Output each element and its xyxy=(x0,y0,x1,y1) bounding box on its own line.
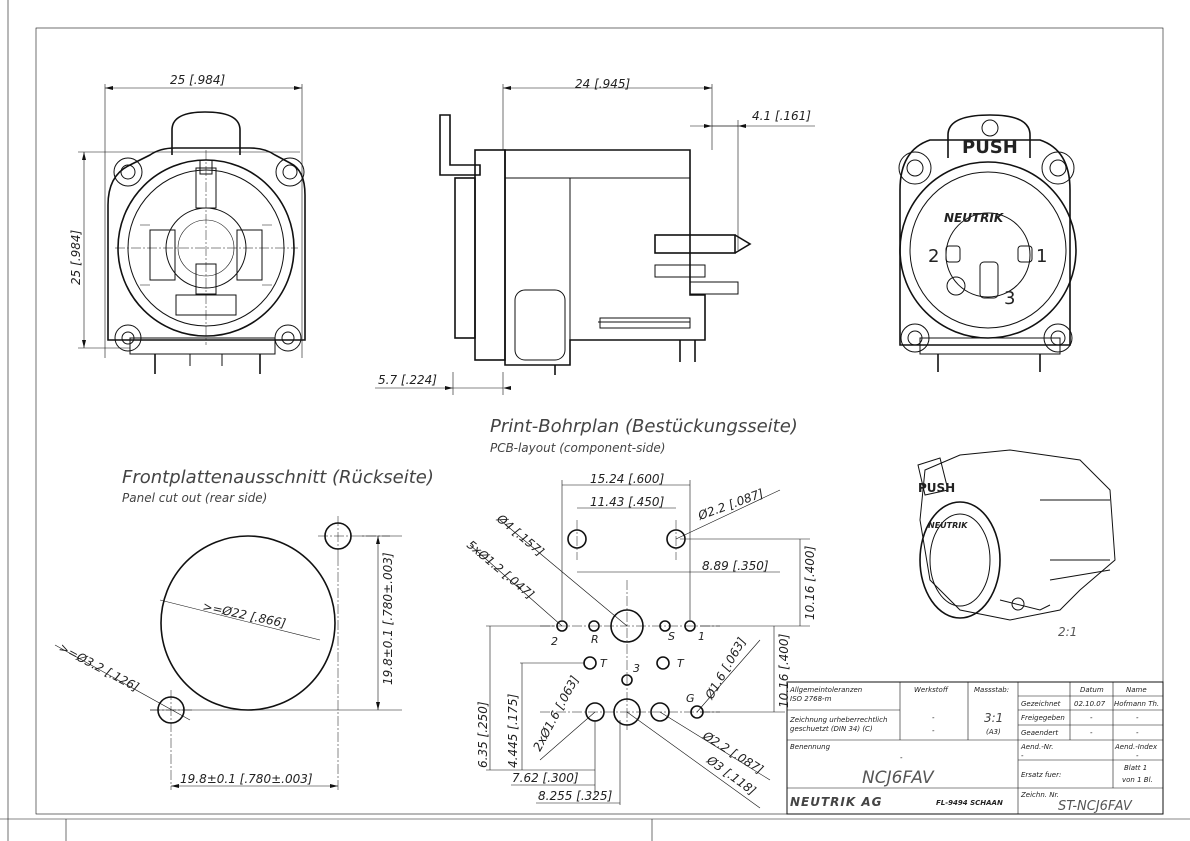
tb-scale: 3:1 xyxy=(984,711,1003,725)
dim-pcb-1016a: 10.16 [.400] xyxy=(803,545,817,620)
dim-side-offset: 4.1 [.161] xyxy=(752,109,811,123)
tb-dash1: - xyxy=(932,714,935,722)
front-view: 25 [.984] 25 [.984] xyxy=(69,73,306,374)
tb-ben-dash: - xyxy=(900,754,903,762)
pcb-title-en: PCB-layout (component-side) xyxy=(490,441,665,455)
tb-f-date: - xyxy=(1090,714,1093,722)
pin-1-label: 1 xyxy=(1036,246,1047,267)
dim-pcb-4445: 4.445 [.175] xyxy=(506,693,520,768)
iso-push-label: PUSH xyxy=(918,481,955,495)
title-block: Allgemeintoleranzen ISO 2768-m Zeichnung… xyxy=(786,681,1164,815)
tb-tol1: Allgemeintoleranzen xyxy=(789,686,862,694)
dim-cut-width: 19.8±0.1 [.780±.003] xyxy=(180,772,313,786)
cutout-title-en: Panel cut out (rear side) xyxy=(122,491,267,505)
pin-label-S: S xyxy=(668,630,675,643)
dim-pcb-8255: 8.255 [.325] xyxy=(538,789,613,803)
tb-loc: FL-9494 SCHAAN xyxy=(936,799,1003,807)
tb-freigegeben: Freigegeben xyxy=(1021,714,1065,722)
cutout-title-de: Frontplattenausschnitt (Rückseite) xyxy=(122,467,434,488)
pcb-hole xyxy=(583,656,597,670)
tb-blatt2: von 1 Bl. xyxy=(1122,776,1153,784)
tb-scale-sub: (A3) xyxy=(986,728,1001,736)
pcb-hole xyxy=(656,656,670,670)
tb-part-no: NCJ6FAV xyxy=(862,768,935,788)
dim-pcb-2xd16: 2xØ1.6 [.063] xyxy=(530,673,582,753)
tb-tol2: ISO 2768-m xyxy=(790,695,832,703)
tb-company: NEUTRIK AG xyxy=(790,795,883,809)
pin-label-R: R xyxy=(591,633,599,646)
brand-label: NEUTRIK xyxy=(944,211,1005,225)
dim-pcb-889: 8.89 [.350] xyxy=(702,559,769,573)
pcb-title-de: Print-Bohrplan (Bestückungsseite) xyxy=(490,416,798,437)
iso-scale: 2:1 xyxy=(1058,625,1077,639)
iso-brand-label: NEUTRIK xyxy=(928,521,968,530)
pin-label-G: G xyxy=(686,692,695,705)
dim-pcb-762: 7.62 [.300] xyxy=(512,771,579,785)
push-label: PUSH xyxy=(962,137,1018,158)
cutout-main-hole xyxy=(160,535,336,711)
pin-2-label: 2 xyxy=(928,246,939,267)
dim-pcb-d16a: Ø1.6 [.063] xyxy=(702,635,749,702)
front-view-2: PUSH NEUTRIK 2 1 3 xyxy=(898,114,1077,372)
side-view: 24 [.945] 4.1 [.161] 5.7 [.224] xyxy=(375,77,815,395)
tb-g-date: - xyxy=(1090,729,1093,737)
dim-pcb-d4: Ø4 [.157] xyxy=(493,511,547,559)
tb-ersatz: Ersatz fuer: xyxy=(1021,771,1061,779)
tb-aend-nr-v: - xyxy=(1021,752,1024,760)
panel-cutout: Frontplattenausschnitt (Rückseite) Panel… xyxy=(54,467,434,790)
pcb-layout: Print-Bohrplan (Bestückungsseite) PCB-la… xyxy=(464,416,817,809)
pin-3-label: 3 xyxy=(1004,288,1015,309)
tb-blatt1: Blatt 1 xyxy=(1124,764,1147,772)
tb-author: Hofmann Th. xyxy=(1114,700,1159,708)
tb-werkstoff: Werkstoff xyxy=(914,686,949,694)
tb-dash2: - xyxy=(932,727,935,735)
tb-f-name: - xyxy=(1136,714,1139,722)
tb-datum: Datum xyxy=(1080,686,1104,694)
dim-pcb-635: 6.35 [.250] xyxy=(476,701,490,768)
dim-pcb-1016b: 10.16 [.400] xyxy=(777,633,791,708)
tb-aend-index: Aend.-Index xyxy=(1114,743,1158,751)
dim-front-height: 25 [.984] xyxy=(69,230,83,285)
tb-aend-nr: Aend.-Nr. xyxy=(1020,743,1053,751)
tb-date: 02.10.07 xyxy=(1074,700,1106,708)
tb-copy1: Zeichnung urheberrechtlich xyxy=(789,716,887,724)
dim-pcb-11: 11.43 [.450] xyxy=(590,495,665,509)
tb-drawing-no: ST-NCJ6FAV xyxy=(1058,799,1133,814)
tb-zeichn-nr: Zeichn. Nr. xyxy=(1020,791,1059,799)
pin-label-1: 1 xyxy=(698,630,705,643)
pin-label-T2: T xyxy=(677,657,685,670)
dim-front-width: 25 [.984] xyxy=(170,73,225,87)
tb-copy2: geschuetzt (DIN 34) (C) xyxy=(790,725,873,733)
tb-geaendert: Geaendert xyxy=(1021,729,1058,737)
dim-side-length: 24 [.945] xyxy=(575,77,630,91)
tb-benennung: Benennung xyxy=(790,743,831,751)
dim-cut-dia: >=Ø22 [.866] xyxy=(201,599,287,630)
isometric-view: PUSH NEUTRIK 2:1 xyxy=(917,449,1116,639)
dim-pcb-d22-top: Ø2.2 [.087] xyxy=(695,486,765,523)
dim-cut-hole: >=Ø3.2 [.126] xyxy=(57,640,142,694)
pin-label-3: 3 xyxy=(633,662,640,675)
tb-aend-index-v: - xyxy=(1136,752,1139,760)
tb-name: Name xyxy=(1126,686,1147,694)
tb-g-name: - xyxy=(1136,729,1139,737)
dim-cut-height: 19.8±0.1 [.780±.003] xyxy=(381,552,395,685)
pin-label-2: 2 xyxy=(551,635,558,648)
dim-pcb-15: 15.24 [.600] xyxy=(590,472,665,486)
pin-label-T1: T xyxy=(600,657,608,670)
tb-massstab: Massstab: xyxy=(974,686,1009,694)
dim-side-bottom: 5.7 [.224] xyxy=(378,373,437,387)
tb-gezeichnet: Gezeichnet xyxy=(1021,700,1061,708)
